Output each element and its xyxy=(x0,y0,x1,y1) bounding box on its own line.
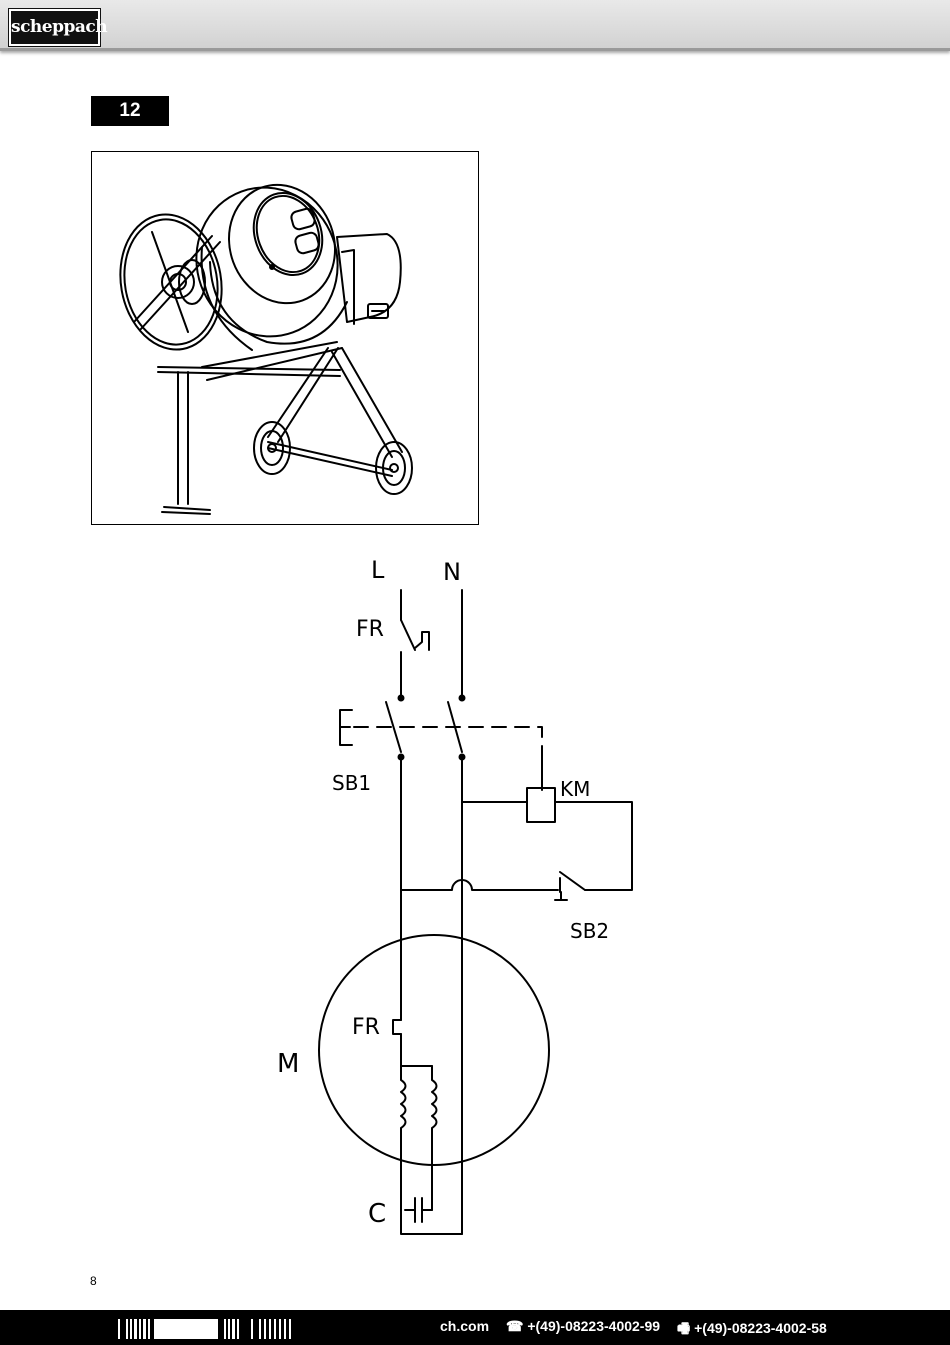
cement-mixer-figure xyxy=(91,151,479,525)
label-FR-motor: FR xyxy=(352,1015,380,1040)
scheppach-logo: scheppach xyxy=(9,9,108,46)
footer-phone: ☎ +(49)-08223-4002-99 xyxy=(506,1318,661,1334)
label-C: C xyxy=(368,1199,386,1229)
label-KM: KM xyxy=(560,777,590,801)
label-SB1: SB1 xyxy=(332,771,371,795)
label-N: N xyxy=(443,558,461,586)
label-FR-top: FR xyxy=(356,617,384,642)
label-L: L xyxy=(371,556,385,584)
cement-mixer-illustration xyxy=(119,183,413,515)
page-footer: ch.com ☎ +(49)-08223-4002-99 🖷 +(49)-082… xyxy=(0,1310,950,1345)
figure-number: 12 xyxy=(91,96,169,126)
label-SB2: SB2 xyxy=(570,919,609,943)
label-M: M xyxy=(277,1049,299,1079)
obscured-footer-text xyxy=(118,1319,458,1339)
footer-fax: 🖷 +(49)-08223-4002-58 xyxy=(677,1320,827,1336)
wiring-diagram: L N FR SB1 KM SB2 FR M C xyxy=(277,556,633,1235)
footer-website[interactable]: ch.com xyxy=(440,1318,490,1334)
page-number: 8 xyxy=(90,1274,97,1288)
page-header: scheppach xyxy=(0,0,950,51)
